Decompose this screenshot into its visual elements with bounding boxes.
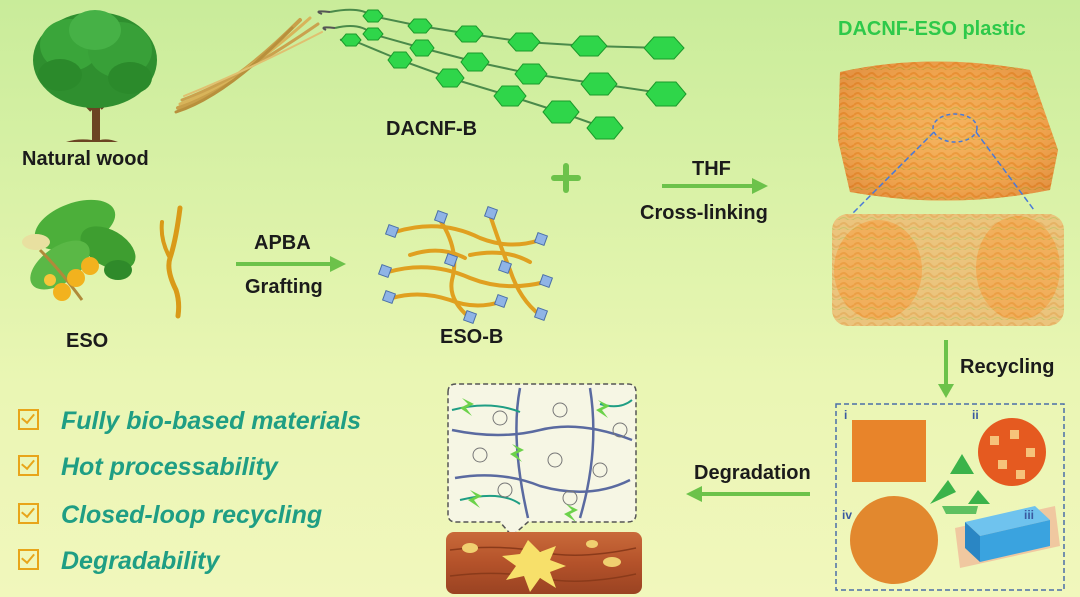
recycle-icon (930, 454, 990, 514)
arrow-degradation (686, 486, 810, 502)
label-eso-b: ESO-B (440, 326, 504, 348)
fiber-bundle-illustration (174, 16, 323, 114)
dacnf-b-chains (317, 8, 687, 140)
checkbox-icon (18, 455, 39, 476)
plus-icon (551, 163, 581, 193)
label-panel-i: i (844, 408, 848, 422)
label-dacnf-b: DACNF-B (386, 118, 478, 140)
label-cross-linking: Cross-linking (640, 202, 768, 224)
feature-item-hot-processability: Hot processability (18, 453, 278, 482)
eso-strand (166, 205, 183, 319)
label-natural-wood: Natural wood (22, 148, 149, 170)
feature-text: Degradability (61, 547, 220, 575)
label-panel-iv: iv (842, 508, 853, 522)
feature-item-closed-loop: Closed-loop recycling (18, 501, 322, 530)
label-degradation: Degradation (694, 462, 811, 484)
feature-item-degradability: Degradability (18, 547, 219, 576)
label-panel-ii: ii (972, 408, 979, 422)
arrow-cross-linking (662, 178, 768, 194)
feature-text: Fully bio-based materials (61, 407, 362, 435)
label-recycling: Recycling (960, 356, 1055, 378)
panel-i-film (852, 420, 926, 482)
feature-text: Hot processability (61, 453, 278, 481)
panel-iv-disc (850, 496, 938, 584)
checkbox-icon (18, 549, 39, 570)
soybean-illustration (22, 199, 136, 301)
tree-illustration (33, 10, 157, 142)
arrow-recycling (938, 340, 954, 398)
feature-item-bio-based: Fully bio-based materials (18, 407, 361, 436)
panel-ii-granules (978, 418, 1046, 486)
molecular-network-bubble (447, 383, 637, 538)
checkbox-icon (18, 409, 39, 430)
label-plastic-title: DACNF-ESO plastic (838, 18, 1026, 40)
eso-b-network (386, 213, 547, 320)
plastic-block-top (838, 61, 1058, 201)
arrow-grafting (236, 256, 346, 272)
feature-text: Closed-loop recycling (61, 501, 323, 529)
checkbox-icon (18, 503, 39, 524)
boronic-ester-groups (377, 205, 554, 325)
panel-iii-blocks (955, 506, 1060, 568)
recycling-panel (835, 403, 1065, 591)
zoom-lines (849, 131, 1035, 217)
plastic-block-zoom (832, 214, 1064, 326)
label-thf: THF (692, 158, 731, 180)
granule-highlights (990, 430, 1035, 479)
degraded-wood-log (446, 532, 642, 594)
label-grafting: Grafting (245, 276, 323, 298)
label-apba: APBA (254, 232, 311, 254)
label-panel-iii: iii (1024, 508, 1035, 522)
label-eso: ESO (66, 330, 109, 352)
